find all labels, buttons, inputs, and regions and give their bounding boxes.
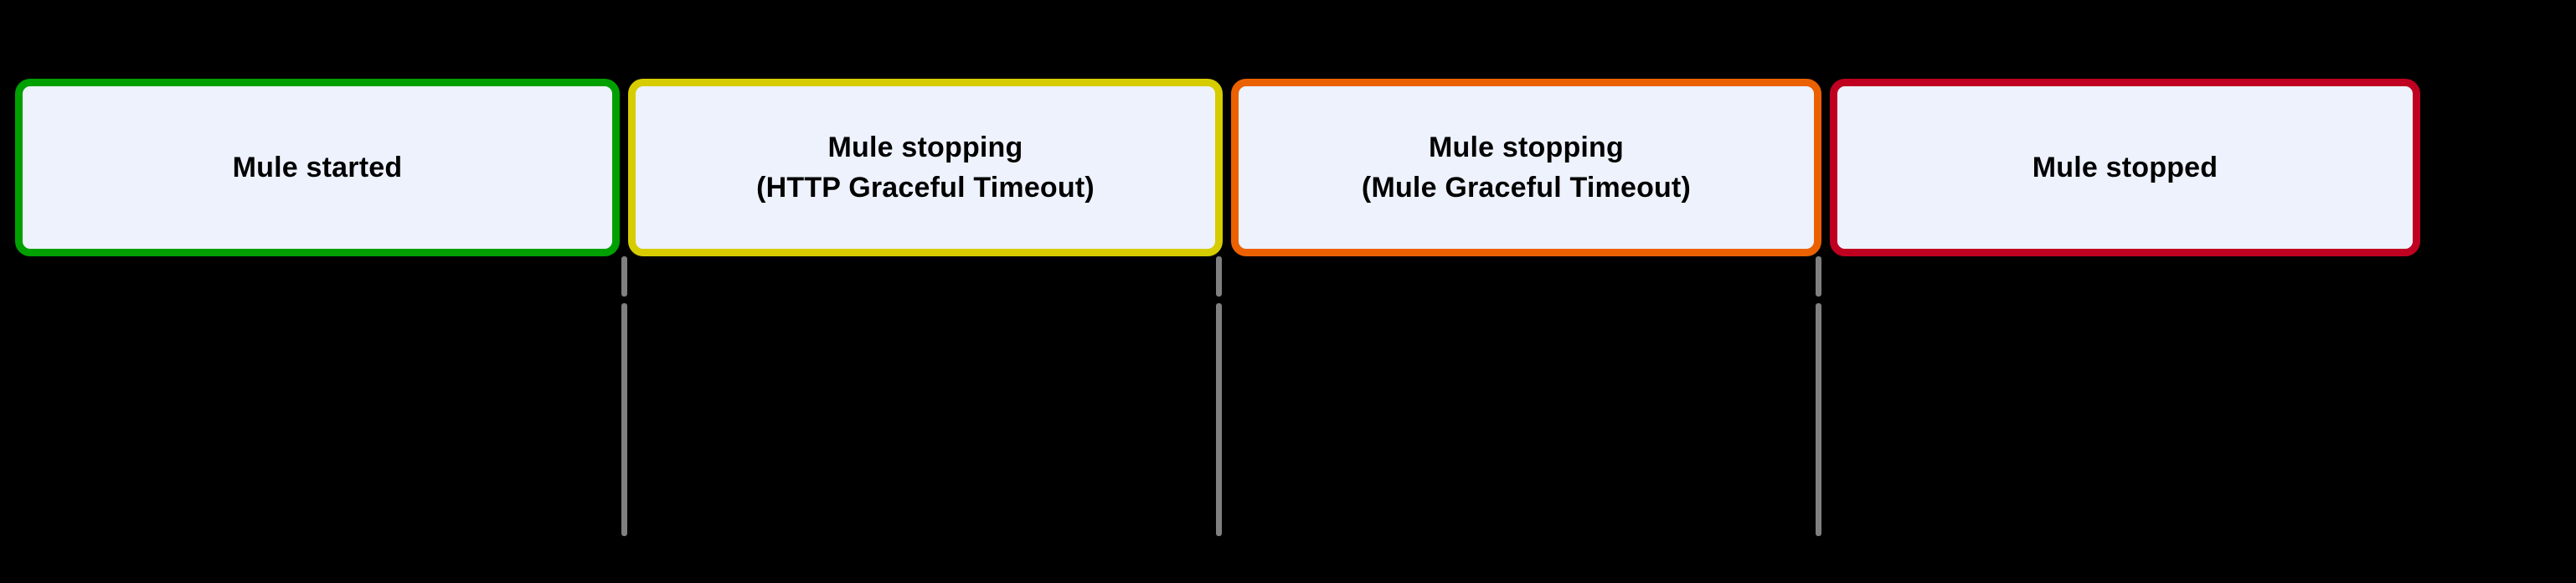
- phase-box-mule-stopping-mule-graceful-timeout: Mule stopping (Mule Graceful Timeout): [1231, 79, 1821, 256]
- phase-box-mule-stopping-http-graceful-timeout: Mule stopping (HTTP Graceful Timeout): [628, 79, 1223, 256]
- boundary-tick-http-timeout-to-mule-timeout: [1216, 256, 1222, 536]
- boundary-tick-started-to-http-timeout: [621, 256, 627, 536]
- tick-segment-upper: [621, 256, 627, 297]
- phase-label: Mule stopping (Mule Graceful Timeout): [1361, 131, 1692, 204]
- tick-segment-upper: [1816, 256, 1821, 297]
- phase-label: Mule stopped: [2032, 151, 2218, 183]
- phase-label: Mule started: [232, 151, 403, 183]
- tick-segment-upper: [1216, 256, 1222, 297]
- phase-label: Mule stopping (HTTP Graceful Timeout): [756, 131, 1095, 204]
- boundary-tick-mule-timeout-to-stopped: [1816, 256, 1821, 536]
- tick-segment-lower: [1816, 303, 1821, 536]
- tick-segment-lower: [621, 303, 627, 536]
- tick-segment-lower: [1216, 303, 1222, 536]
- phase-box-mule-started: Mule started: [15, 79, 620, 256]
- phase-box-mule-stopped: Mule stopped: [1830, 79, 2420, 256]
